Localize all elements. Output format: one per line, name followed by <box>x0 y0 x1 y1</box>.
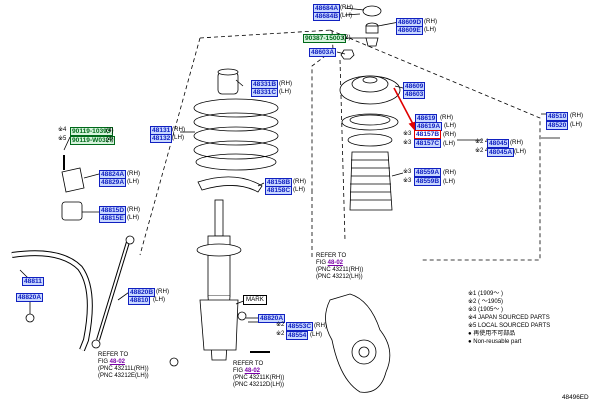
ref-line: REFER TO <box>233 361 264 367</box>
part-48810[interactable]: 48810 <box>128 296 151 305</box>
fig-link[interactable]: 48-02 <box>244 368 261 374</box>
label-qty-4: (4) <box>106 136 114 143</box>
note-2: ※2 <box>276 331 285 337</box>
part-48603[interactable]: 48603 <box>403 90 426 99</box>
note-3: ※3 <box>403 169 412 175</box>
part-90387-15003[interactable]: 90387-15003 <box>303 34 346 43</box>
fig-link[interactable]: 48-02 <box>327 260 344 266</box>
label-lh: (LH) <box>443 178 456 185</box>
label-lh: (LH) <box>153 296 166 303</box>
label-lh: (LH) <box>127 214 140 221</box>
note-2-4: ※2 4 <box>475 148 489 154</box>
note-2: ※2 <box>276 322 285 328</box>
diagram-code: 48496ED <box>562 394 589 401</box>
ref-line: REFER TO <box>98 352 129 358</box>
part-48157b[interactable]: 48157B <box>414 130 442 139</box>
part-48684b[interactable]: 48684B <box>313 12 341 21</box>
ref-line: (PNC 43211K(RH)) <box>233 375 285 381</box>
label-qty-2: (2) <box>343 34 351 41</box>
label-rh: (RH) <box>279 80 293 87</box>
note-3: ※3 <box>403 131 412 137</box>
label-lh: (LH) <box>514 148 527 155</box>
label-rh: (RH) <box>127 206 141 213</box>
label-rh: (RH) <box>340 4 354 11</box>
note-3: ※3 <box>403 178 412 184</box>
ref-line: (PNC 43212(LH)) <box>316 274 363 280</box>
part-48609e[interactable]: 48609E <box>396 26 423 35</box>
refer-to-fig-knuckle[interactable]: REFER TO FIG 48-02 (PNC 43211(RH)) (PNC … <box>316 253 363 281</box>
ref-line: (PNC 43211L(RH)) <box>98 366 149 372</box>
note-4: ※4 <box>58 127 67 133</box>
mark-label: MARK <box>243 295 267 305</box>
part-48820a[interactable]: 48820A <box>16 293 44 302</box>
label-rh: (RH) <box>424 18 438 25</box>
label-lh: (LH) <box>570 121 583 128</box>
part-48820a-lower[interactable]: 48820A <box>258 314 286 323</box>
ref-fig-line: FIG 48-02 <box>233 368 261 374</box>
part-48520[interactable]: 48520 <box>546 121 569 130</box>
part-48554[interactable]: 48554 <box>286 331 309 340</box>
label-lh: (LH) <box>172 134 185 141</box>
part-48045a[interactable]: 48045A <box>487 148 515 157</box>
part-48510[interactable]: 48510 <box>546 112 569 121</box>
ref-fig-line: FIG 48-02 <box>316 260 344 266</box>
part-48829a[interactable]: 48829A <box>99 178 127 187</box>
legend-item: ※3 (1905～ ) <box>468 307 504 313</box>
refer-to-fig-bolt[interactable]: REFER TO FIG 48-02 (PNC 43211K(RH)) (PNC… <box>233 361 284 389</box>
ref-fig-line: FIG 48-02 <box>98 359 126 365</box>
legend-item: ※2 ( ～1905) <box>468 299 504 305</box>
label-lh: (LH) <box>443 140 456 147</box>
refer-to-fig-link[interactable]: REFER TO FIG 48-02 (PNC 43211L(RH)) (PNC… <box>98 352 149 380</box>
part-48553c[interactable]: 48553C <box>286 322 314 331</box>
fig-link[interactable]: 48-02 <box>109 359 126 365</box>
label-rh: (RH) <box>570 112 584 119</box>
label-lh: (LH) <box>279 88 292 95</box>
label-lh: (LH) <box>127 178 140 185</box>
part-48157c[interactable]: 48157C <box>414 139 442 148</box>
label-lh: (LH) <box>293 186 306 193</box>
label-rh: (RH) <box>314 322 328 329</box>
part-48045[interactable]: 48045 <box>487 139 510 148</box>
label-rh: (RH) <box>172 126 186 133</box>
label-qty-4: (4) <box>106 127 114 134</box>
note-3: ※3 <box>403 140 412 146</box>
label-rh: (RH) <box>156 288 170 295</box>
ref-line: (PNC 43212D(LH)) <box>233 382 285 388</box>
label-rh: (RH) <box>440 114 454 121</box>
ref-line: (PNC 43211(RH)) <box>316 267 364 273</box>
part-48603a[interactable]: 48603A <box>309 48 337 57</box>
part-48559b[interactable]: 48559B <box>414 177 442 186</box>
legend-item: ※5 LOCAL SOURCED PARTS <box>468 323 551 329</box>
part-48811[interactable]: 48811 <box>22 277 44 286</box>
legend-item: ● Non-reusable part <box>468 339 522 345</box>
ref-line: (PNC 43212E(LH)) <box>98 373 149 379</box>
label-rh: (RH) <box>510 139 524 146</box>
label-rh: (RH) <box>127 170 141 177</box>
label-rh: (RH) <box>443 131 457 138</box>
part-48331c[interactable]: 48331C <box>251 88 279 97</box>
label-lh: (LH) <box>340 12 353 19</box>
part-90119-10393[interactable]: 90119-10393 <box>70 127 113 136</box>
ref-line: REFER TO <box>316 253 347 259</box>
part-48132[interactable]: 48132 <box>150 134 173 143</box>
label-rh: (RH) <box>293 178 307 185</box>
note-2-4: ※2 4 <box>475 139 489 145</box>
label-lh: (LH) <box>310 331 323 338</box>
label-rh: (RH) <box>443 169 457 176</box>
legend-item: ※1 (1909～ ) <box>468 291 504 297</box>
legend-item: ● 再使用不可部品 <box>468 331 516 337</box>
part-48158c[interactable]: 48158C <box>265 186 293 195</box>
part-90119-w0327[interactable]: 90119-W0327 <box>70 136 116 145</box>
part-48559a[interactable]: 48559A <box>414 168 442 177</box>
legend-item: ※4 JAPAN SOURCED PARTS <box>468 315 550 321</box>
label-lh: (LH) <box>444 122 457 129</box>
legend: ※1 (1909～ ) ※2 ( ～1905) ※3 (1905～ ) ※4 J… <box>468 290 550 346</box>
part-48815e[interactable]: 48815E <box>99 214 126 223</box>
label-lh: (LH) <box>424 26 437 33</box>
note-5: ※5 <box>58 136 67 142</box>
